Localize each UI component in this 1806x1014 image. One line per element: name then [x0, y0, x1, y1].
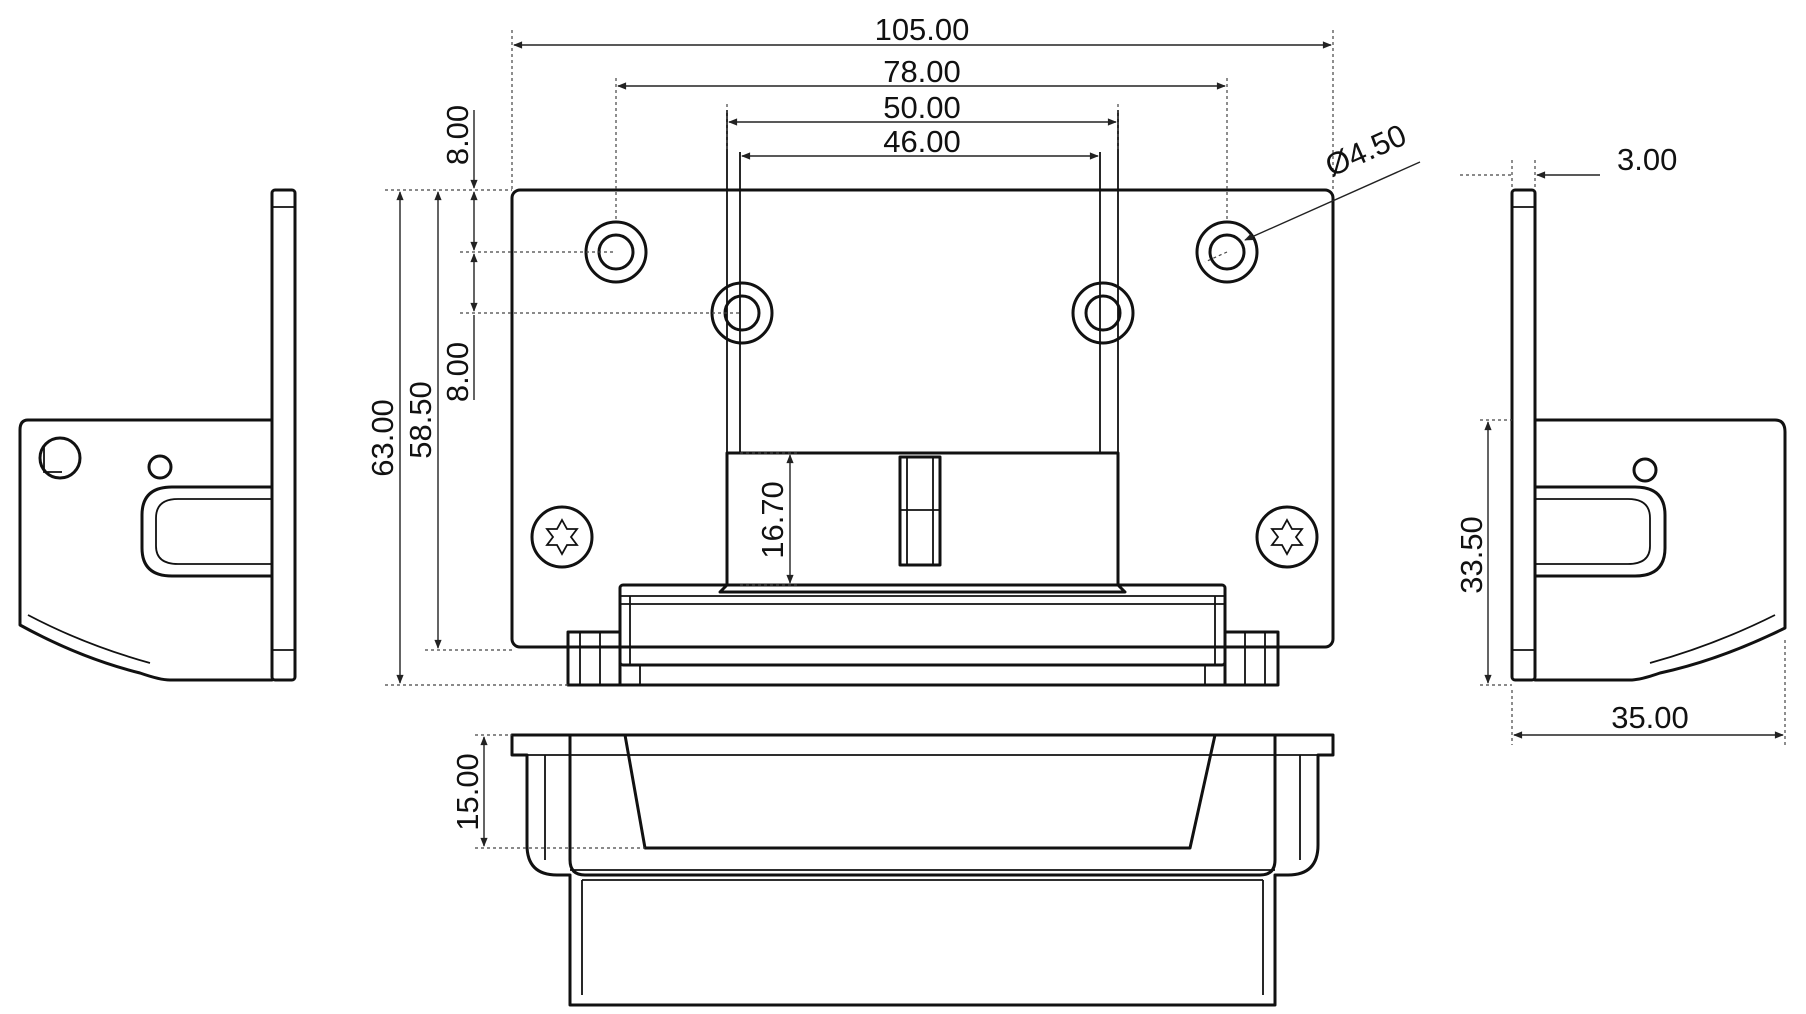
label-height-plate: 58.50 [403, 381, 438, 459]
mount-hole-inner-right [1071, 281, 1135, 345]
front-view [510, 110, 1335, 687]
right-side-view [1510, 188, 1787, 682]
dimension-lines [385, 30, 1786, 849]
label-side-height: 33.50 [1454, 516, 1489, 594]
label-plate-thickness: 3.00 [1617, 142, 1677, 177]
left-view-small-hole [147, 454, 173, 480]
label-tab-height: 16.70 [755, 481, 790, 559]
dim-line-diameter [1244, 161, 1421, 241]
label-bottom-height: 15.00 [450, 753, 485, 831]
screw-right [1255, 505, 1319, 569]
mounting-plate [510, 188, 1335, 649]
label-depth: 35.00 [1611, 700, 1689, 735]
label-height-overall: 63.00 [365, 399, 400, 477]
left-side-view [18, 188, 297, 682]
dimension-labels: 105.00 78.00 50.00 46.00 Ø4.50 63.00 58.… [365, 12, 1689, 831]
label-hole-spacing-inner: 50.00 [883, 90, 961, 125]
screw-left [530, 505, 594, 569]
left-view-hole-mark [38, 436, 82, 480]
tab [898, 455, 942, 567]
label-hole-offset-step: 8.00 [440, 342, 475, 402]
label-hole-diameter: Ø4.50 [1320, 117, 1411, 183]
bottom-view [510, 733, 1335, 1007]
label-width-overall: 105.00 [875, 12, 970, 47]
label-hole-spacing-outer: 78.00 [883, 54, 961, 89]
label-inner-width: 46.00 [883, 124, 961, 159]
right-view-small-hole [1632, 457, 1658, 483]
mount-hole-outer-right [1195, 220, 1259, 284]
label-hole-offset-top: 8.00 [440, 105, 475, 165]
